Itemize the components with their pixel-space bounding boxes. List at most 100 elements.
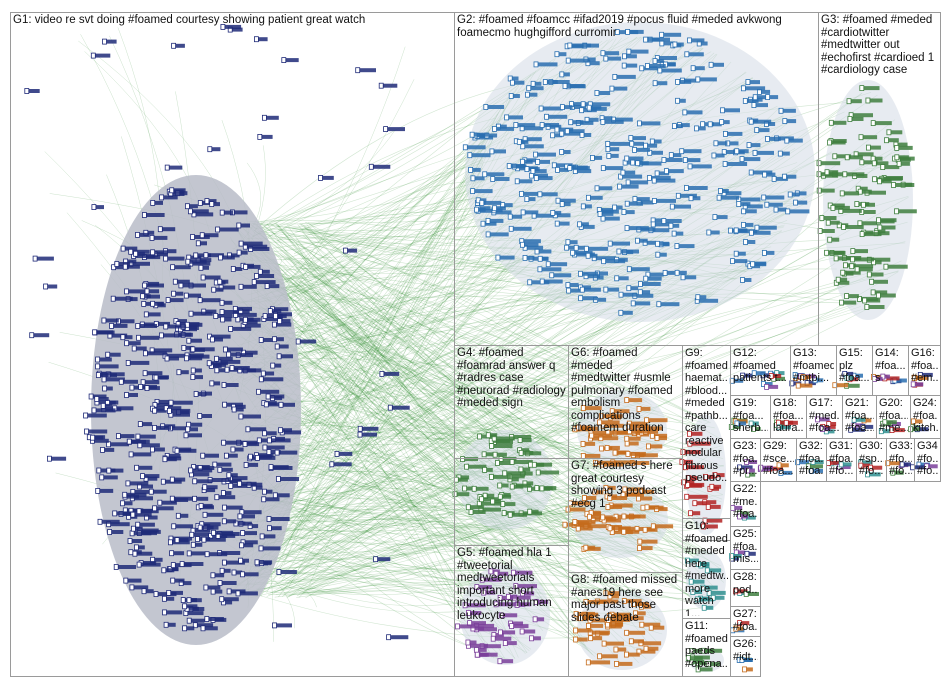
node-square xyxy=(463,603,467,608)
node-square xyxy=(243,317,247,322)
node-square xyxy=(215,356,219,361)
node-square xyxy=(165,356,169,361)
node-square xyxy=(494,602,498,607)
node-square xyxy=(33,256,37,261)
node-square xyxy=(859,135,863,140)
node-label-blob xyxy=(829,170,838,174)
node-label-blob xyxy=(488,105,504,109)
node-square xyxy=(707,230,711,235)
node-square xyxy=(717,195,721,200)
node-square xyxy=(493,452,497,457)
node-square xyxy=(141,474,145,479)
node-label-blob xyxy=(154,448,165,452)
node-square xyxy=(765,202,769,207)
node-square xyxy=(628,429,632,434)
node-label-blob xyxy=(582,222,589,226)
node-label-blob xyxy=(855,257,875,261)
node-label-blob xyxy=(472,153,491,157)
node-label-blob xyxy=(498,602,516,606)
node-label-blob xyxy=(470,611,481,615)
node-label-blob xyxy=(95,436,104,440)
node-label-blob xyxy=(630,180,648,184)
node-label-blob xyxy=(619,662,633,666)
node-square xyxy=(259,338,263,343)
node-square xyxy=(128,539,132,544)
node-square xyxy=(92,205,96,210)
node-label-blob xyxy=(617,75,636,79)
node-square xyxy=(619,310,623,315)
node-label-blob xyxy=(623,175,643,179)
node-square xyxy=(871,290,875,295)
node-label-blob xyxy=(89,430,108,434)
node-square xyxy=(186,427,190,432)
node-square xyxy=(664,169,668,174)
node-label-blob xyxy=(383,84,397,88)
node-square xyxy=(576,526,580,531)
node-square xyxy=(571,250,575,255)
node-label-blob xyxy=(650,273,664,277)
node-square xyxy=(566,58,570,63)
node-label-blob xyxy=(473,510,486,514)
node-square xyxy=(260,534,264,539)
node-square xyxy=(852,417,856,422)
node-square xyxy=(766,136,770,141)
node-label-blob xyxy=(820,417,830,421)
node-label-blob xyxy=(677,43,684,47)
node-label-blob xyxy=(34,333,50,337)
node-square xyxy=(740,658,744,663)
node-square xyxy=(483,467,487,472)
node-square xyxy=(556,198,560,203)
node-square xyxy=(606,141,610,146)
node-label-blob xyxy=(502,484,509,488)
node-label-blob xyxy=(591,515,600,519)
node-square xyxy=(545,114,549,119)
node-label-blob xyxy=(770,137,781,141)
node-square xyxy=(238,514,242,519)
node-square xyxy=(560,105,564,110)
node-square xyxy=(191,375,195,380)
node-label-blob xyxy=(657,81,667,85)
node-label-blob xyxy=(635,301,650,305)
node-label-blob xyxy=(781,425,791,429)
node-label-blob xyxy=(862,221,878,225)
node-label-blob xyxy=(193,312,213,316)
node-label-blob xyxy=(487,172,505,176)
node-square xyxy=(866,472,870,477)
node-square xyxy=(267,438,271,443)
node-label-blob xyxy=(281,354,293,358)
node-label-blob xyxy=(179,449,196,453)
node-square xyxy=(872,161,876,166)
node-label-blob xyxy=(511,164,525,168)
node-square xyxy=(729,425,733,430)
node-label-blob xyxy=(722,189,728,193)
node-square xyxy=(102,377,106,382)
node-square xyxy=(199,503,203,508)
node-label-blob xyxy=(666,158,683,162)
node-square xyxy=(188,209,192,214)
node-label-blob xyxy=(29,89,40,93)
node-square xyxy=(142,589,146,594)
node-label-blob xyxy=(649,64,665,68)
node-label-blob xyxy=(535,169,547,173)
node-square xyxy=(842,225,846,230)
node-label-blob xyxy=(542,257,548,261)
node-square xyxy=(101,447,105,452)
node-square xyxy=(466,640,470,645)
node-label-blob xyxy=(641,121,660,125)
node-square xyxy=(841,270,845,275)
node-label-blob xyxy=(825,427,831,431)
node-label-blob xyxy=(95,54,110,58)
node-label-blob xyxy=(244,510,262,514)
node-label-blob xyxy=(200,241,207,245)
node-square xyxy=(461,457,465,462)
node-square xyxy=(110,323,114,328)
node-label-blob xyxy=(814,469,823,473)
node-label-blob xyxy=(612,496,627,500)
node-square xyxy=(702,524,706,529)
node-square xyxy=(185,204,189,209)
node-square xyxy=(478,434,482,439)
node-square xyxy=(198,525,202,530)
node-label-blob xyxy=(225,491,231,495)
node-square xyxy=(103,386,107,391)
node-square xyxy=(100,475,104,480)
